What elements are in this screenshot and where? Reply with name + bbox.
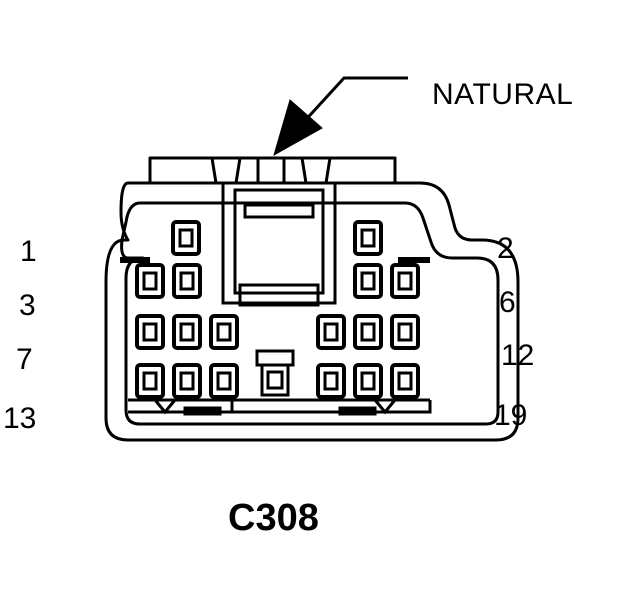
terminal-cavity — [316, 363, 346, 399]
pin-label-7: 7 — [16, 343, 33, 376]
inner-shell — [120, 201, 500, 426]
pin-label-3: 3 — [19, 289, 36, 322]
pin-label-12: 12 — [501, 339, 535, 372]
terminal-cavity — [135, 263, 165, 299]
polarization-bars — [120, 257, 430, 263]
terminal-cavity — [390, 263, 420, 299]
terminal-cavity — [172, 363, 202, 399]
terminal-cavity — [353, 314, 383, 350]
bottom-ridge — [128, 398, 432, 416]
terminal-cavity — [172, 263, 202, 299]
pin-label-13: 13 — [3, 402, 37, 435]
terminal-cavity — [172, 314, 202, 350]
connector-color-label: NATURAL — [432, 78, 574, 111]
center-key — [255, 349, 295, 397]
terminal-cavity — [135, 363, 165, 399]
pin-label-6: 6 — [499, 286, 516, 319]
terminal-cavities — [135, 220, 420, 399]
terminal-cavity — [390, 314, 420, 350]
latch-window — [210, 156, 337, 307]
terminal-cavity — [390, 363, 420, 399]
terminal-cavity — [171, 220, 201, 256]
terminal-cavity — [209, 363, 239, 399]
connector-id: C308 — [228, 497, 319, 539]
terminal-cavity — [316, 314, 346, 350]
terminal-cavity — [209, 314, 239, 350]
terminal-cavity — [353, 263, 383, 299]
pin-label-19: 19 — [494, 399, 528, 432]
terminal-cavity — [353, 363, 383, 399]
terminal-cavity — [353, 220, 383, 256]
outer-shell — [104, 181, 520, 442]
color-callout-arrow — [273, 76, 408, 157]
connector-housing — [104, 156, 520, 442]
latch-tab — [148, 156, 397, 185]
terminal-cavity — [135, 314, 165, 350]
pin-label-2: 2 — [497, 232, 514, 265]
pin-label-1: 1 — [20, 235, 37, 268]
